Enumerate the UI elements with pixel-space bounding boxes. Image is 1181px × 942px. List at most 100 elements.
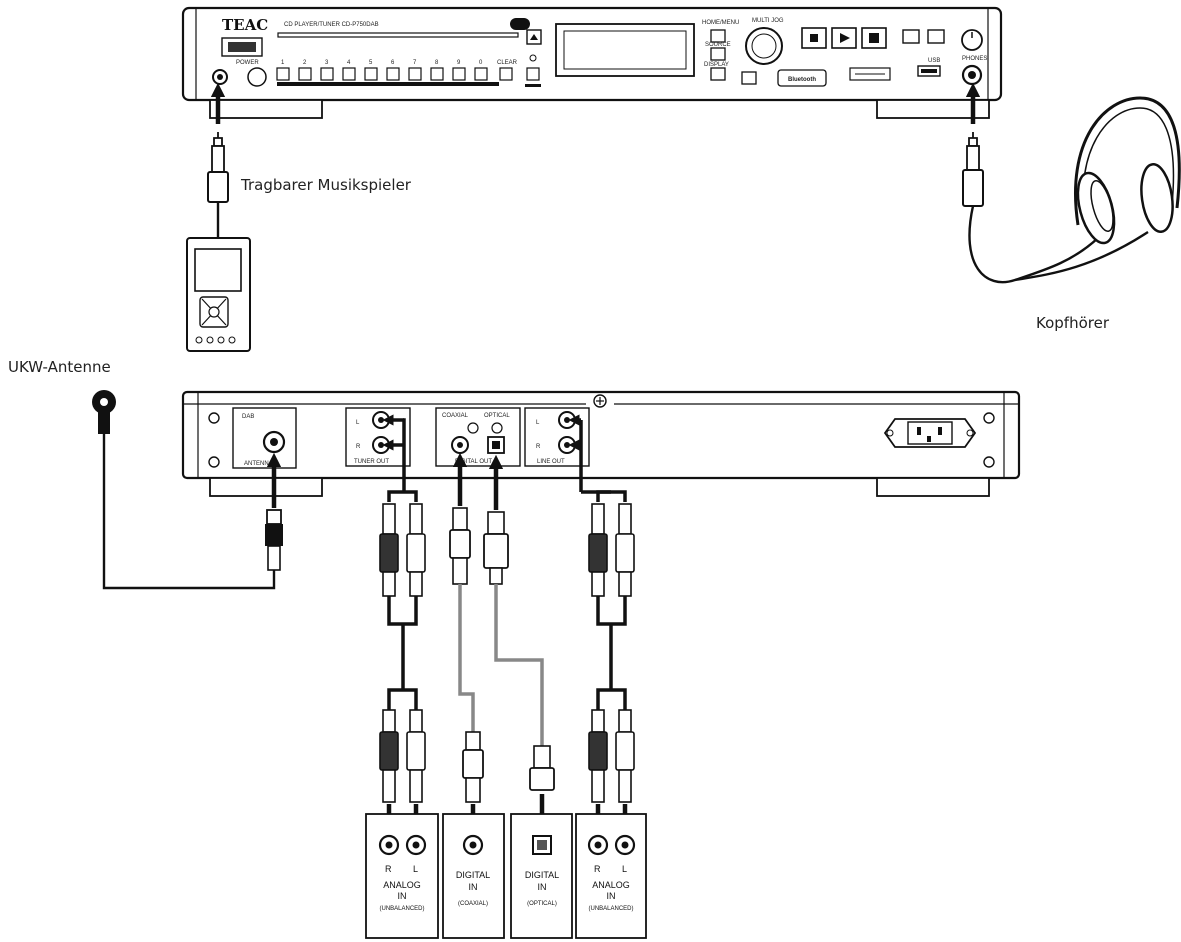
number-key[interactable]: 1 [276,60,290,81]
svg-text:IN: IN [469,882,478,892]
number-keys: 1 2 3 4 5 6 7 8 9 0 [276,60,488,81]
svg-text:(OPTICAL): (OPTICAL) [527,901,557,907]
svg-text:R: R [594,864,601,874]
number-key[interactable]: 6 [386,60,400,81]
svg-text:4: 4 [347,60,351,66]
svg-text:LINE OUT: LINE OUT [537,459,565,465]
svg-text:COAXIAL: COAXIAL [442,413,469,419]
multi-jog-label: MULTI JOG [752,18,784,24]
volume-knob[interactable] [961,29,983,51]
number-key[interactable]: 0 [474,60,488,81]
svg-text:2: 2 [303,60,307,66]
number-key[interactable]: 2 [298,60,312,81]
svg-text:DIGITAL: DIGITAL [456,870,490,880]
svg-text:IN: IN [538,882,547,892]
svg-text:6: 6 [391,60,395,66]
number-key[interactable]: 9 [452,60,466,81]
svg-text:0: 0 [479,60,483,66]
analog-in-box: R L ANALOG IN (UNBALANCED) [575,813,647,939]
front-foot-right [876,99,990,119]
svg-text:L: L [413,864,418,874]
svg-text:TUNER OUT: TUNER OUT [354,459,389,465]
svg-text:DAB: DAB [242,414,254,420]
svg-text:ANTENNA: ANTENNA [244,461,273,467]
rear-foot-left [209,477,323,497]
svg-text:R: R [356,444,361,450]
svg-text:8: 8 [435,60,439,66]
brand-logo: TEAC [222,16,268,34]
coaxial-cable [449,452,484,840]
svg-text:L: L [622,864,627,874]
play-button[interactable] [831,27,857,49]
home-menu-button[interactable]: HOME/MENU [702,20,739,43]
svg-text:9: 9 [457,60,461,66]
power-button[interactable] [247,67,267,87]
power-label: POWER [236,60,259,66]
svg-text:(UNBALANCED): (UNBALANCED) [588,906,633,912]
tuner-out-cable [379,414,426,840]
headphones-label: Kopfhörer [1036,314,1110,332]
usb-label: USB [928,58,940,64]
number-key[interactable]: 4 [342,60,356,81]
phones-label: PHONES [962,56,987,62]
svg-text:L: L [536,420,540,426]
skip-back-button[interactable] [902,29,920,44]
svg-text:IN: IN [398,891,407,901]
pause-button[interactable] [861,27,887,49]
digital-coaxial-in-box: DIGITAL IN (COAXIAL) [442,813,505,939]
fm-antenna-icon [92,390,276,590]
svg-text:ANALOG: ANALOG [383,880,421,890]
rear-panel: DAB ANTENNA L R TUNER OUT COAXIAL OPTICA… [181,390,1021,497]
optical-cable [483,454,555,840]
number-key[interactable]: 5 [364,60,378,81]
bluetooth-button[interactable] [777,69,827,87]
svg-text:1: 1 [281,60,285,66]
portable-player-label: Tragbarer Musikspieler [240,176,412,194]
svg-text:(COAXIAL): (COAXIAL) [458,901,488,907]
svg-text:L: L [356,420,360,426]
front-panel: TEAC CD PLAYER/TUNER CD-P750DAB POWER 1 … [181,6,1003,119]
svg-text:OPTICAL: OPTICAL [484,413,510,419]
svg-text:DIGITAL OUT: DIGITAL OUT [455,459,492,465]
svg-text:5: 5 [369,60,373,66]
rear-foot-right [876,477,990,497]
svg-text:(UNBALANCED): (UNBALANCED) [379,906,424,912]
source-button[interactable]: SOURCE [705,42,731,61]
svg-text:R: R [536,444,541,450]
portable-player-cable [207,132,229,238]
disc-slot [277,32,519,38]
extra-button[interactable] [526,67,540,81]
fm-antenna-label: UKW-Antenne [8,358,111,376]
headphones-cable [962,132,1149,284]
front-foot-left [209,99,323,119]
line-out-cable [568,414,635,840]
aux-button[interactable] [741,71,757,85]
analog-in-box: R L ANALOG IN (UNBALANCED) [365,813,439,939]
headphones-icon [1074,96,1181,245]
digital-out-section [435,407,521,467]
svg-text:R: R [385,864,392,874]
display-button[interactable]: DISPLAY [704,62,729,81]
stop-button[interactable] [801,27,827,49]
svg-text:HOME/MENU: HOME/MENU [702,20,739,26]
svg-text:DIGITAL: DIGITAL [525,870,559,880]
eject-icon [530,34,538,40]
svg-text:DISPLAY: DISPLAY [704,62,729,68]
model-text: CD PLAYER/TUNER CD-P750DAB [284,22,379,28]
number-key[interactable]: 8 [430,60,444,81]
svg-text:CLEAR: CLEAR [497,60,518,66]
svg-text:7: 7 [413,60,417,66]
clear-button[interactable]: CLEAR [497,60,518,81]
svg-text:IN: IN [607,891,616,901]
digital-optical-in-box: DIGITAL IN (OPTICAL) [510,813,573,939]
svg-text:3: 3 [325,60,329,66]
number-key[interactable]: 3 [320,60,334,81]
skip-forward-button[interactable] [927,29,945,44]
svg-text:Bluetooth: Bluetooth [788,77,816,83]
antenna-plug [265,452,283,571]
number-key[interactable]: 7 [408,60,422,81]
svg-text:ANALOG: ANALOG [592,880,630,890]
svg-text:SOURCE: SOURCE [705,42,731,48]
portable-player-icon [186,237,251,352]
